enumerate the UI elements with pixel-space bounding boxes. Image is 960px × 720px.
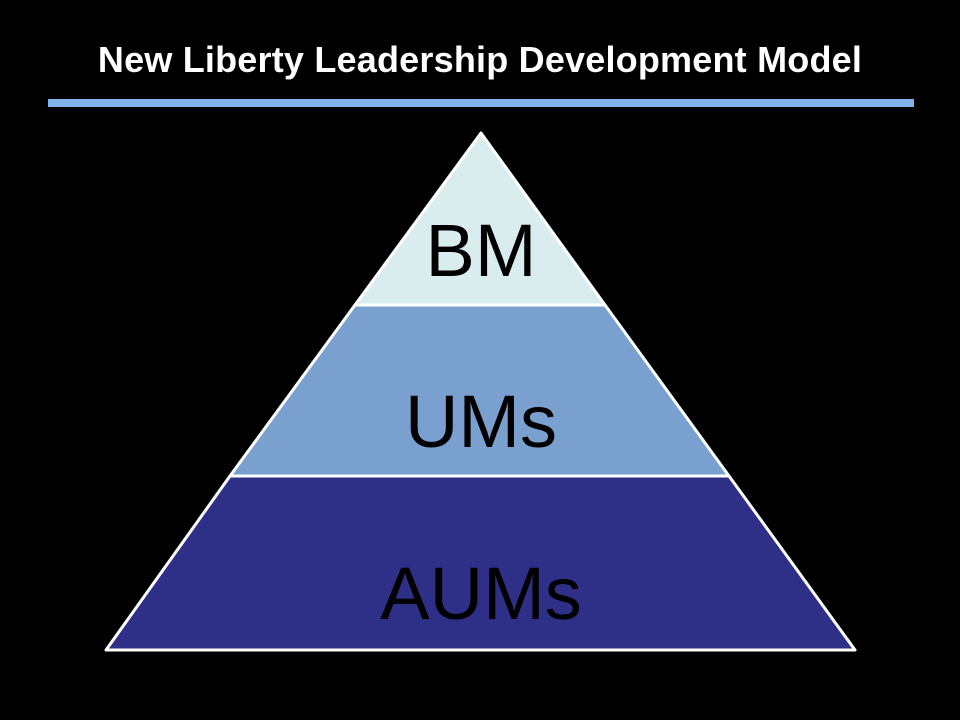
slide-title: New Liberty Leadership Development Model xyxy=(97,39,863,80)
pyramid-tier-bottom-label: AUMs xyxy=(380,552,581,635)
pyramid-tier-bottom xyxy=(104,474,857,652)
pyramid-tier-top-label: BM xyxy=(426,209,537,292)
pyramid-tier-middle-label: UMs xyxy=(405,380,557,463)
title-underline xyxy=(48,99,914,107)
